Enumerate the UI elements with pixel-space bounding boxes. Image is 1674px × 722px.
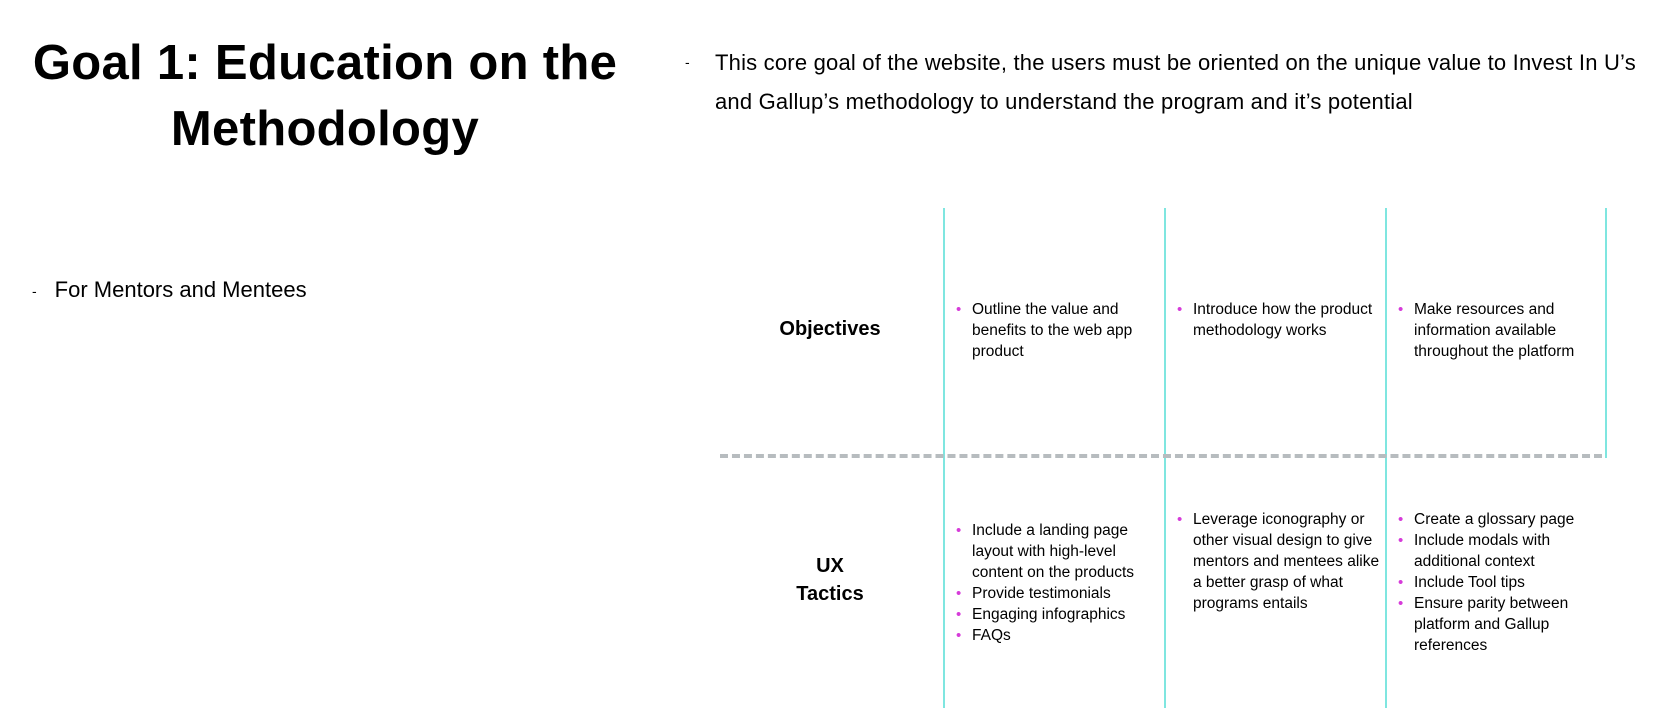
column-rule-2 <box>1164 208 1166 708</box>
tactic-list-1: Include a landing page layout with high-… <box>956 520 1161 646</box>
tactics-label-line-1: UX <box>816 555 844 577</box>
page-title-line-2: Methodology <box>170 102 480 156</box>
objective-cell-1: Outline the value and benefits to the we… <box>956 299 1161 362</box>
page-title: Goal 1: Education on the Methodology <box>10 30 640 162</box>
objectives-label-text: Objectives <box>779 318 881 340</box>
audience-text: For Mentors and Mentees <box>54 277 307 302</box>
column-rule-1 <box>943 208 945 708</box>
objectives-row-label: Objectives <box>730 315 930 343</box>
objective-list-1: Outline the value and benefits to the we… <box>956 299 1161 362</box>
bullet-item: Create a glossary page <box>1398 509 1603 530</box>
column-rule-4 <box>1605 208 1607 458</box>
bullet-item: Provide testimonials <box>956 583 1161 604</box>
tactic-list-2: Leverage iconography or other visual des… <box>1177 509 1382 614</box>
bullet-item: FAQs <box>956 625 1161 646</box>
tactics-label-line-2: Tactics <box>796 583 864 605</box>
tactic-cell-2: Leverage iconography or other visual des… <box>1177 509 1382 614</box>
column-rule-3 <box>1385 208 1387 708</box>
bullet-item: Outline the value and benefits to the we… <box>956 299 1161 362</box>
objective-list-2: Introduce how the product methodology wo… <box>1177 299 1382 341</box>
tactic-cell-3: Create a glossary pageInclude modals wit… <box>1398 509 1603 656</box>
bullet-item: Include Tool tips <box>1398 572 1603 593</box>
bullet-item: Ensure parity between platform and Gallu… <box>1398 593 1603 656</box>
bullet-item: Include a landing page layout with high-… <box>956 520 1161 583</box>
bullet-item: Include modals with additional context <box>1398 530 1603 572</box>
bullet-item: Make resources and information available… <box>1398 299 1603 362</box>
objective-list-3: Make resources and information available… <box>1398 299 1603 362</box>
page-title-line-1: Goal 1: Education on the <box>32 36 618 90</box>
bullet-item: Leverage iconography or other visual des… <box>1177 509 1382 614</box>
audience-bullet: - <box>32 283 37 300</box>
bullet-item: Engaging infographics <box>956 604 1161 625</box>
intro-text: This core goal of the website, the users… <box>715 50 1636 114</box>
audience-note: -For Mentors and Mentees <box>32 274 307 307</box>
row-separator <box>720 454 1602 458</box>
objective-cell-2: Introduce how the product methodology wo… <box>1177 299 1382 341</box>
objective-cell-3: Make resources and information available… <box>1398 299 1603 362</box>
bullet-item: Introduce how the product methodology wo… <box>1177 299 1382 341</box>
tactic-list-3: Create a glossary pageInclude modals wit… <box>1398 509 1603 656</box>
intro-bullet: - <box>685 54 690 70</box>
ux-tactics-row-label: UX Tactics <box>730 552 930 608</box>
tactic-cell-1: Include a landing page layout with high-… <box>956 520 1161 646</box>
